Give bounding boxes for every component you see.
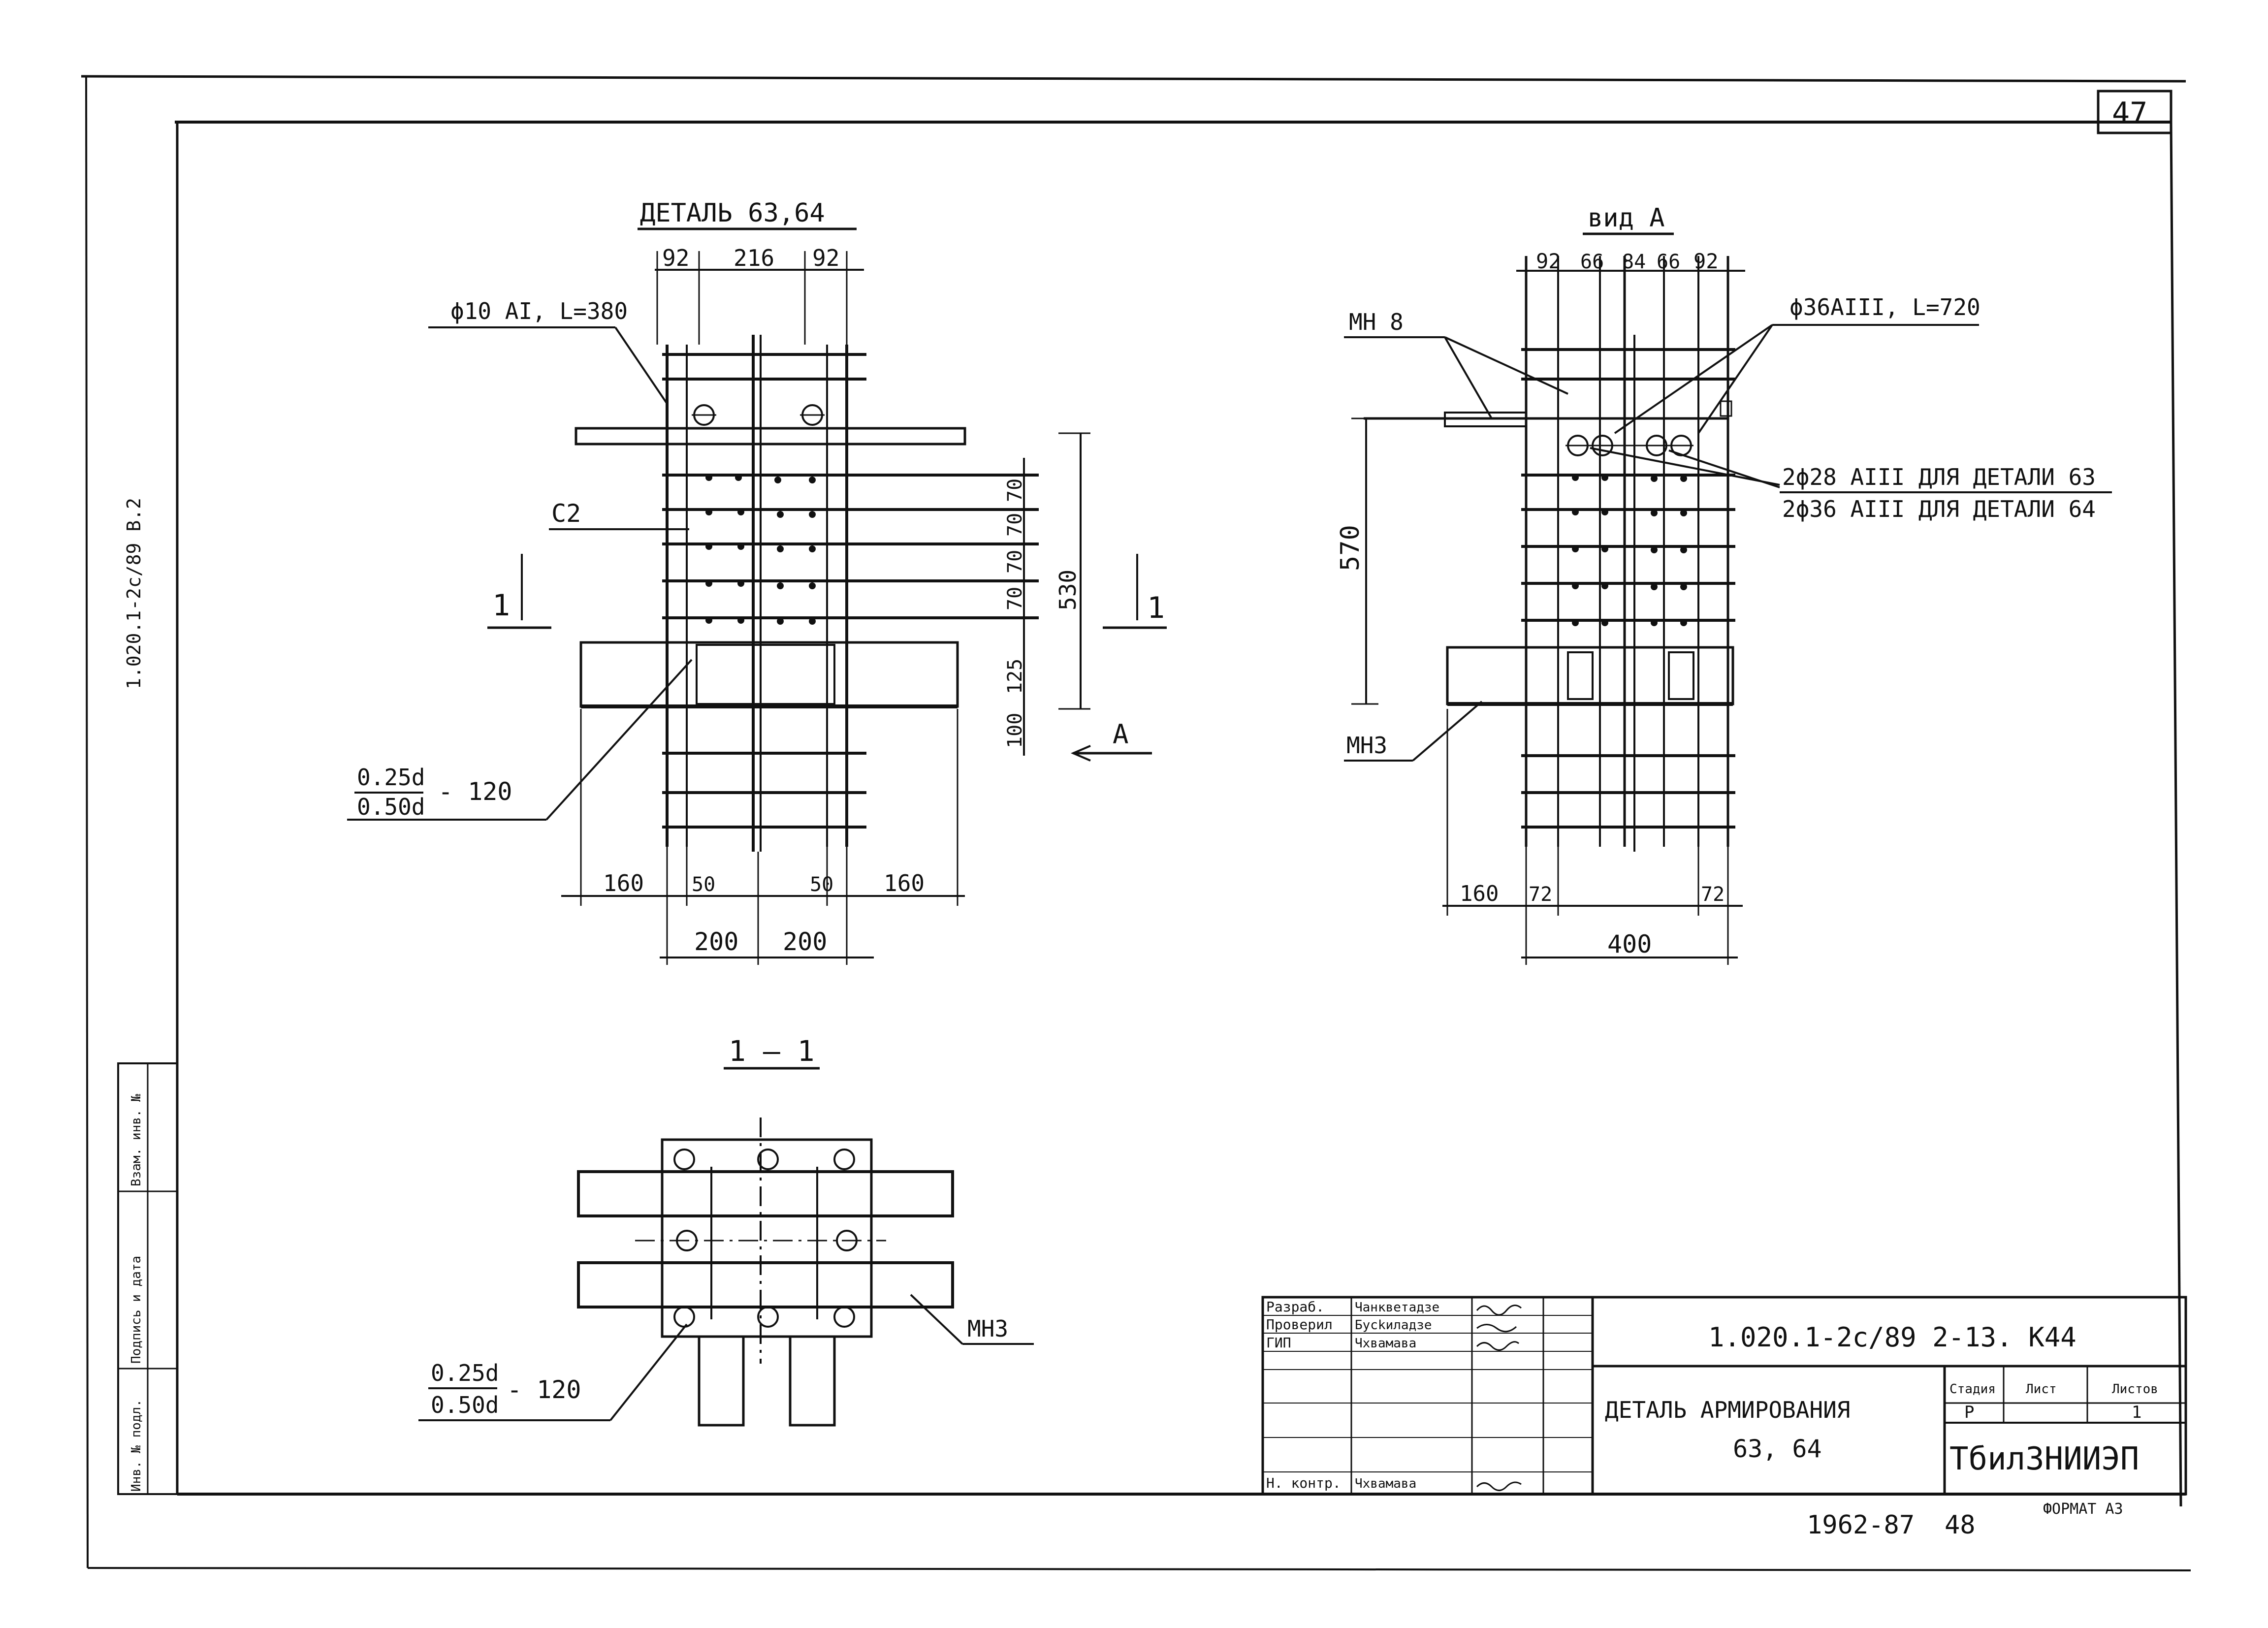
- stamp-handwritten: 1962-87: [1807, 1510, 1915, 1540]
- view-a-dim-570: 570: [1336, 525, 1365, 571]
- detail-weld-den: 0.50d: [357, 794, 425, 820]
- detail-dim-200-right: 200: [783, 927, 827, 956]
- view-a-stirrup-dots: [1572, 474, 1687, 626]
- section-mark-right: 1: [1147, 591, 1165, 625]
- view-a-dim-72-right: 72: [1701, 883, 1725, 906]
- detail-dim-50-right: 50: [810, 873, 833, 896]
- page-number: 47: [2112, 96, 2147, 130]
- tb-name-3: Чхвамава: [1355, 1336, 1416, 1351]
- sheet-frame: [81, 75, 2191, 1571]
- detail-front-view: ДЕТАЛЬ 63,64 92 216 92 ϕ10 АI, L=380: [347, 198, 1167, 965]
- detail-dim-50-left: 50: [692, 873, 715, 896]
- detail-rebar-label: ϕ10 АI, L=380: [450, 298, 628, 324]
- detail-dim-92-left: 92: [662, 245, 689, 271]
- tb-role-4: Н. контр.: [1266, 1475, 1341, 1491]
- view-a: вид А 92 66 84 66 92: [1336, 203, 2112, 965]
- detail-dim-100: 100: [1004, 713, 1026, 748]
- tb-name-line2: 63, 64: [1733, 1435, 1822, 1463]
- view-arrow-label: А: [1113, 719, 1129, 750]
- detail-weld-len: - 120: [438, 777, 512, 806]
- tb-sheets-label: Листов: [2112, 1382, 2158, 1397]
- section-title: 1 — 1: [729, 1034, 815, 1068]
- section-mark-left: 1: [492, 588, 510, 623]
- page-number-box: 47: [2097, 90, 2172, 134]
- tb-role-3: ГИП: [1266, 1335, 1291, 1351]
- tb-role-2: Проверил: [1266, 1316, 1333, 1333]
- view-a-rebar-64: 2ϕ36 АIII ДЛЯ ДЕТАЛИ 64: [1782, 496, 2096, 522]
- side-stamp-inv: Инв. № подл.: [129, 1399, 144, 1492]
- tb-stage-label: Стадия: [1949, 1382, 1996, 1397]
- tb-sheet-label: Лист: [2026, 1382, 2057, 1397]
- view-a-title: вид А: [1588, 203, 1665, 233]
- tb-stage: Р: [1964, 1403, 1974, 1422]
- detail-dim-160-left: 160: [603, 870, 644, 896]
- side-stamp: Инв. № подл. Подпись и дата Взам. инв. №: [117, 1062, 178, 1495]
- tb-code: 1.020.1-2с/89 2-13. К44: [1708, 1322, 2076, 1353]
- detail-dim-216: 216: [734, 245, 774, 271]
- detail-stirrup-dots: [705, 474, 816, 625]
- tb-role-1: Разраб.: [1266, 1299, 1324, 1315]
- view-a-dim-66-right: 66: [1657, 251, 1680, 273]
- view-a-rebar-63: 2ϕ28 АIII ДЛЯ ДЕТАЛИ 63: [1782, 464, 2096, 490]
- side-stamp-sign: Подпись и дата: [129, 1256, 144, 1364]
- tb-name-1: Чанкветадзе: [1355, 1300, 1439, 1315]
- section-weld-len: - 120: [507, 1375, 581, 1404]
- detail-c2-label: С2: [551, 499, 581, 528]
- signature-marks: [1476, 1305, 1522, 1491]
- detail-weld-num: 0.25d: [357, 764, 425, 791]
- tb-name-4: Чхвамава: [1355, 1476, 1416, 1491]
- detail-dim-70-a: 70: [1004, 479, 1026, 502]
- view-a-mn8: МН 8: [1349, 309, 1404, 335]
- view-a-dim-160: 160: [1460, 881, 1499, 906]
- format-label: ФОРМАТ А3: [2043, 1500, 2123, 1518]
- section-1-1: 1 — 1 МН3 0.25d 0.50d - 120: [418, 1034, 1034, 1427]
- section-weld-den: 0.50d: [431, 1392, 499, 1418]
- detail-dim-92-right: 92: [812, 245, 839, 271]
- view-a-dim-400: 400: [1607, 930, 1652, 958]
- sheet-handwritten: 48: [1945, 1510, 1976, 1540]
- side-stamp-replace: Взам. инв. №: [129, 1094, 144, 1186]
- detail-dim-70-c: 70: [1004, 550, 1026, 574]
- detail-dim-200-left: 200: [694, 927, 738, 956]
- tb-org: ТбилЗНИИЭП: [1949, 1441, 2139, 1477]
- view-a-dim-84: 84: [1622, 251, 1646, 273]
- view-a-dim-92-right: 92: [1693, 249, 1719, 273]
- view-a-dim-92-left: 92: [1536, 249, 1561, 273]
- view-a-dim-72-left: 72: [1529, 883, 1552, 906]
- view-a-mn3: МН3: [1346, 732, 1387, 759]
- tb-sheets: 1: [2132, 1403, 2141, 1422]
- detail-title: ДЕТАЛЬ 63,64: [640, 198, 825, 228]
- view-a-rebar-36: ϕ36АIII, L=720: [1789, 294, 1981, 320]
- section-weld-num: 0.25d: [431, 1360, 499, 1386]
- tb-name-2: Буckиладзе: [1355, 1318, 1432, 1333]
- detail-dim-160-right: 160: [884, 870, 925, 896]
- detail-dim-530: 530: [1054, 570, 1081, 610]
- tb-name-line1: ДЕТАЛЬ АРМИРОВАНИЯ: [1605, 1397, 1851, 1423]
- detail-dim-125: 125: [1004, 659, 1026, 694]
- section-mn3: МН3: [967, 1315, 1008, 1342]
- detail-dim-70-b: 70: [1004, 513, 1026, 537]
- detail-dim-70-d: 70: [1004, 587, 1026, 610]
- vertical-doc-note: 1.020.1-2c/89 В.2: [123, 498, 145, 689]
- title-block: Разраб. Чанкветадзе Проверил Буckиладзе …: [1261, 1296, 2187, 1496]
